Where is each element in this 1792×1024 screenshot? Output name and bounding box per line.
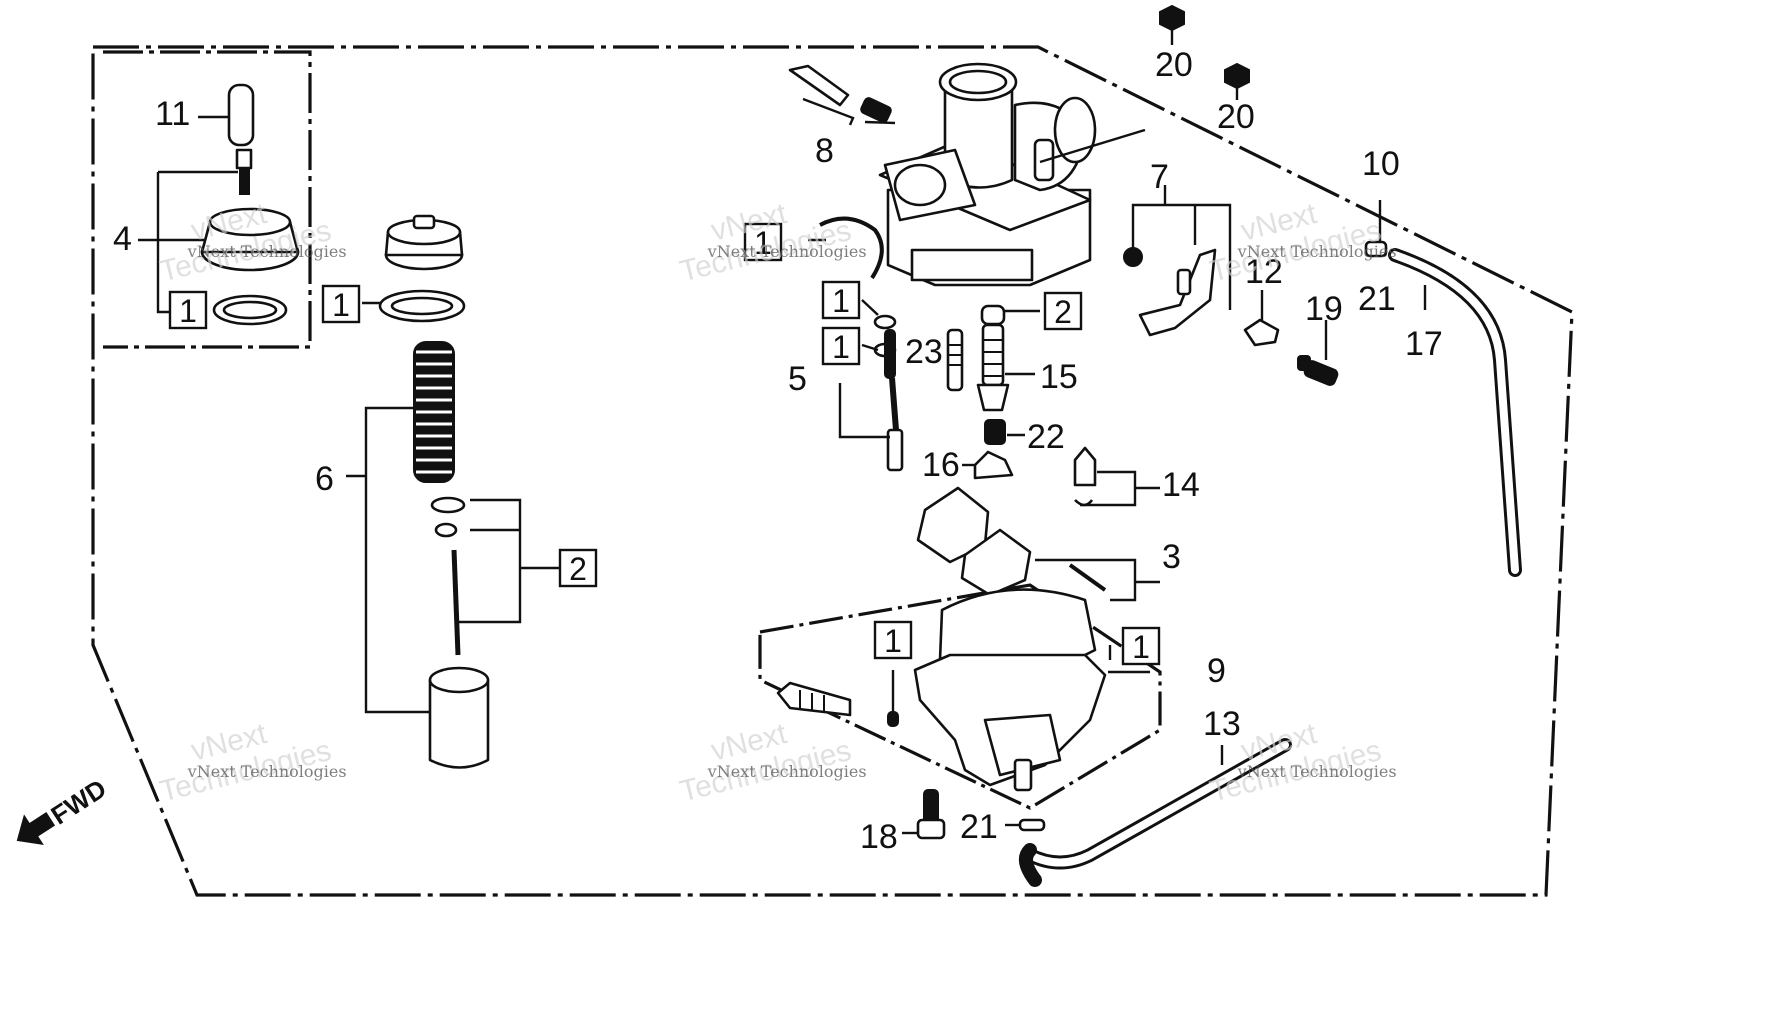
callout-box-1-bowl-right: 1 bbox=[1121, 626, 1161, 666]
callout-9: 9 bbox=[1207, 652, 1226, 690]
callout-19: 19 bbox=[1305, 290, 1343, 328]
callout-14: 14 bbox=[1162, 466, 1200, 504]
callout-box-1-center-b: 1 bbox=[821, 326, 861, 366]
svg-text:1: 1 bbox=[832, 283, 850, 319]
watermark-bottom-right: vNext Technologies vNext Technologies bbox=[1207, 717, 1397, 808]
callout-box-1-bowl-left: 1 bbox=[873, 620, 913, 660]
inset-frame bbox=[103, 50, 312, 349]
part-2-oring-15 bbox=[980, 304, 1040, 326]
part-6-spring bbox=[413, 341, 455, 483]
part-20-nut-b bbox=[1224, 62, 1250, 100]
svg-text:vNext Technologies: vNext Technologies bbox=[707, 242, 867, 261]
svg-text:vNext Technologies: vNext Technologies bbox=[707, 762, 867, 781]
callout-box-1-center-top: 1 bbox=[743, 222, 783, 262]
watermark-bottom-center: vNext Technologies vNext Technologies bbox=[677, 717, 867, 808]
callout-21-top: 21 bbox=[1358, 280, 1396, 318]
part-7-lever bbox=[1123, 185, 1232, 337]
callout-11: 11 bbox=[155, 95, 190, 133]
part-5-screw bbox=[838, 329, 904, 472]
part-13-drain-tube bbox=[1019, 738, 1292, 887]
part-20-nut-a bbox=[1159, 4, 1185, 45]
part-1-oring-left bbox=[362, 289, 466, 323]
part-22-main-jet bbox=[984, 419, 1025, 445]
svg-text:1: 1 bbox=[179, 293, 197, 329]
part-11-plunger bbox=[198, 83, 255, 195]
part-1-oring-inset bbox=[212, 294, 288, 326]
svg-text:1: 1 bbox=[754, 225, 772, 261]
part-12-bracket bbox=[1243, 290, 1280, 347]
svg-text:vNext Technologies: vNext Technologies bbox=[1237, 242, 1397, 261]
part-23-jet bbox=[946, 328, 964, 392]
callout-20-b: 20 bbox=[1217, 98, 1255, 136]
callout-8: 8 bbox=[815, 132, 834, 170]
callout-box-1-left: 1 bbox=[321, 284, 361, 324]
part-14-float-valve bbox=[1073, 446, 1160, 507]
svg-text:vNext Technologies: vNext Technologies bbox=[187, 242, 347, 261]
main-frame bbox=[91, 45, 1574, 897]
part-3-float bbox=[916, 486, 1160, 602]
svg-text:vNext Technologies: vNext Technologies bbox=[187, 762, 347, 781]
forward-arrow-icon: FWD bbox=[16, 773, 112, 845]
callout-18: 18 bbox=[860, 818, 898, 856]
part-screw-bowl bbox=[776, 681, 852, 717]
part-21-clip-top bbox=[1364, 200, 1388, 258]
callout-5: 5 bbox=[788, 360, 807, 398]
part-6-bracket bbox=[346, 406, 430, 714]
part-slide bbox=[428, 666, 490, 769]
callout-box-2-left: 2 bbox=[558, 548, 598, 588]
fwd-label: FWD bbox=[46, 773, 112, 830]
part-1-ring-center bbox=[808, 216, 884, 280]
svg-text:1: 1 bbox=[1132, 629, 1150, 665]
callout-10: 10 bbox=[1362, 145, 1400, 183]
svg-text:2: 2 bbox=[1054, 294, 1072, 330]
watermark-top-left: vNext Technologies vNext Technologies bbox=[157, 197, 347, 288]
bowl-frame bbox=[758, 583, 1162, 810]
part-top-cap bbox=[384, 214, 464, 271]
svg-text:1: 1 bbox=[832, 329, 850, 365]
callout-7: 7 bbox=[1150, 158, 1169, 196]
part-9-float-bowl bbox=[913, 588, 1150, 792]
callout-4: 4 bbox=[113, 220, 132, 258]
part-1-oring-9 bbox=[887, 670, 899, 727]
callout-20-a: 20 bbox=[1155, 46, 1193, 84]
svg-text:1: 1 bbox=[884, 623, 902, 659]
part-21-clip-bottom bbox=[1005, 818, 1046, 832]
watermark-bottom-left: vNext Technologies vNext Technologies bbox=[157, 717, 347, 808]
callout-17: 17 bbox=[1405, 325, 1443, 363]
callout-16: 16 bbox=[922, 446, 960, 484]
callout-box-2-center: 2 bbox=[1043, 291, 1083, 331]
callout-3: 3 bbox=[1162, 538, 1181, 576]
callout-6: 6 bbox=[315, 460, 334, 498]
svg-text:1: 1 bbox=[332, 287, 350, 323]
part-15-needle-jet bbox=[976, 323, 1035, 412]
part-16-washer bbox=[962, 450, 1014, 480]
part-2-clip-needle bbox=[430, 496, 560, 656]
callout-23: 23 bbox=[905, 333, 943, 371]
svg-text:vNext Technologies: vNext Technologies bbox=[1237, 762, 1397, 781]
part-8-screw bbox=[788, 64, 896, 126]
callout-21-bottom: 21 bbox=[960, 808, 998, 846]
callout-22: 22 bbox=[1027, 418, 1065, 456]
callout-box-1-inset: 1 bbox=[168, 290, 208, 330]
part-17-vent-tube bbox=[1388, 248, 1522, 577]
callout-box-1-center-a: 1 bbox=[821, 280, 861, 320]
callout-13: 13 bbox=[1203, 705, 1241, 743]
part-4-cap bbox=[138, 170, 300, 314]
callout-15: 15 bbox=[1040, 358, 1078, 396]
callout-12: 12 bbox=[1245, 253, 1283, 291]
carburetor-body bbox=[878, 62, 1146, 287]
part-19-bolt bbox=[1297, 320, 1339, 386]
part-18-drain-screw bbox=[902, 789, 946, 840]
svg-text:2: 2 bbox=[569, 551, 587, 587]
